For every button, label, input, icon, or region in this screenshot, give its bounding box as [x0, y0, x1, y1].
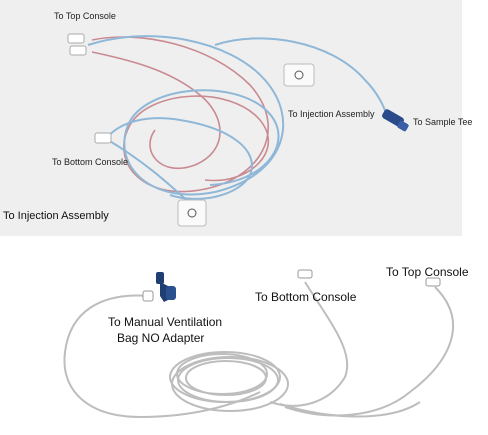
top-console-connector-end: [425, 277, 441, 287]
label-to-manual-ventilation-line2: Bag NO Adapter: [117, 331, 205, 345]
label-to-injection-assembly: To Injection Assembly: [288, 109, 375, 119]
label-to-sample-tee: To Sample Tee: [413, 117, 473, 127]
adapter-end-connector: [142, 290, 154, 302]
label-bottom-to-bottom-console: To Bottom Console: [255, 290, 357, 304]
label-to-manual-ventilation-line1: To Manual Ventilation: [108, 315, 223, 329]
ventilation-adapter: [156, 272, 176, 302]
clear-tube: [63, 281, 454, 419]
bottom-figure-panel: To Manual Ventilation Bag NO Adapter To …: [0, 252, 488, 435]
sample-tee-connector: [382, 109, 409, 132]
tube-label-tag: [283, 63, 315, 87]
label-to-bottom-console: To Bottom Console: [52, 157, 129, 167]
bottom-tubing-illustration: [63, 269, 454, 419]
top-figure-panel: To Top Console To Bottom Console To Inje…: [0, 0, 472, 236]
blue-tube: [87, 35, 389, 206]
bottom-console-connector-end: [297, 269, 313, 279]
label-bottom-to-top-console: To Top Console: [386, 265, 469, 279]
label-to-top-console: To Top Console: [54, 11, 116, 21]
bottom-console-connector: [94, 132, 112, 144]
caption-to-injection-assembly: To Injection Assembly: [3, 210, 109, 222]
tube-label-tag-lower: [177, 199, 207, 227]
top-console-connectors: [67, 33, 87, 56]
top-tubing-illustration: [67, 33, 409, 227]
